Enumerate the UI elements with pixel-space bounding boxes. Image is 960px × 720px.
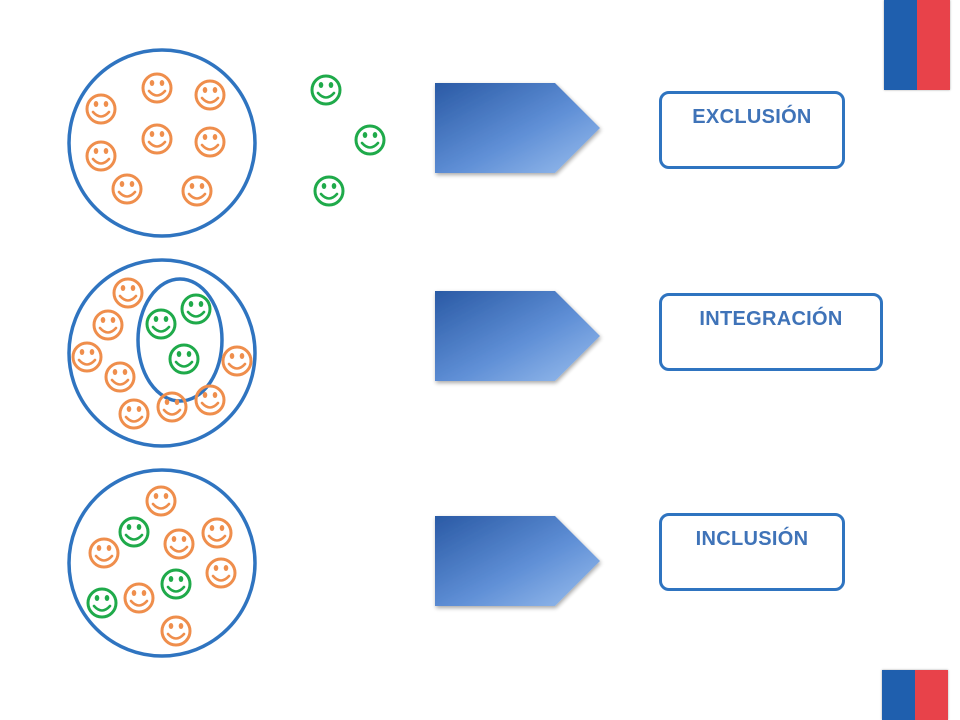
integration-arrow bbox=[435, 291, 600, 381]
green-smiley-face-icon bbox=[313, 175, 345, 207]
exclusion-label: EXCLUSIÓN bbox=[692, 106, 812, 128]
orange-smiley-face-icon bbox=[118, 398, 150, 430]
faces-layer bbox=[71, 72, 386, 647]
integration-subgroup-ellipse bbox=[136, 277, 224, 403]
green-smiley-face-icon bbox=[180, 293, 212, 325]
green-smiley-face-icon bbox=[310, 74, 342, 106]
orange-smiley-face-icon bbox=[156, 391, 188, 423]
exclusion-group-circle bbox=[67, 48, 257, 238]
orange-smiley-face-icon bbox=[111, 173, 143, 205]
green-smiley-face-icon bbox=[168, 343, 200, 375]
green-smiley-face-icon bbox=[354, 124, 386, 156]
orange-smiley-face-icon bbox=[112, 277, 144, 309]
orange-smiley-face-icon bbox=[141, 72, 173, 104]
orange-smiley-face-icon bbox=[194, 126, 226, 158]
orange-smiley-face-icon bbox=[221, 345, 253, 377]
orange-smiley-face-icon bbox=[123, 582, 155, 614]
green-smiley-face-icon bbox=[145, 308, 177, 340]
inclusion-label-box: INCLUSIÓN bbox=[659, 513, 845, 591]
orange-smiley-face-icon bbox=[92, 309, 124, 341]
orange-smiley-face-icon bbox=[145, 485, 177, 517]
orange-smiley-face-icon bbox=[104, 361, 136, 393]
arrows-layer bbox=[435, 83, 600, 606]
orange-smiley-face-icon bbox=[194, 384, 226, 416]
orange-smiley-face-icon bbox=[85, 140, 117, 172]
orange-smiley-face-icon bbox=[71, 341, 103, 373]
chile-flag-icon-bottom bbox=[882, 670, 948, 720]
inclusion-group-circle bbox=[67, 468, 257, 658]
exclusion-label-box: EXCLUSIÓN bbox=[659, 91, 845, 169]
orange-smiley-face-icon bbox=[205, 557, 237, 589]
exclusion-arrow bbox=[435, 83, 600, 173]
integration-label: INTEGRACIÓN bbox=[699, 308, 843, 330]
orange-smiley-face-icon bbox=[201, 517, 233, 549]
orange-smiley-face-icon bbox=[160, 615, 192, 647]
integration-group-circle bbox=[67, 258, 257, 448]
orange-smiley-face-icon bbox=[194, 79, 226, 111]
green-smiley-face-icon bbox=[86, 587, 118, 619]
inclusion-label: INCLUSIÓN bbox=[695, 528, 809, 550]
orange-smiley-face-icon bbox=[88, 537, 120, 569]
chile-flag-icon-top bbox=[884, 0, 950, 90]
integration-label-box: INTEGRACIÓN bbox=[659, 293, 883, 371]
orange-smiley-face-icon bbox=[85, 93, 117, 125]
orange-smiley-face-icon bbox=[141, 123, 173, 155]
orange-smiley-face-icon bbox=[181, 175, 213, 207]
inclusion-arrow bbox=[435, 516, 600, 606]
orange-smiley-face-icon bbox=[163, 528, 195, 560]
green-smiley-face-icon bbox=[160, 568, 192, 600]
green-smiley-face-icon bbox=[118, 516, 150, 548]
